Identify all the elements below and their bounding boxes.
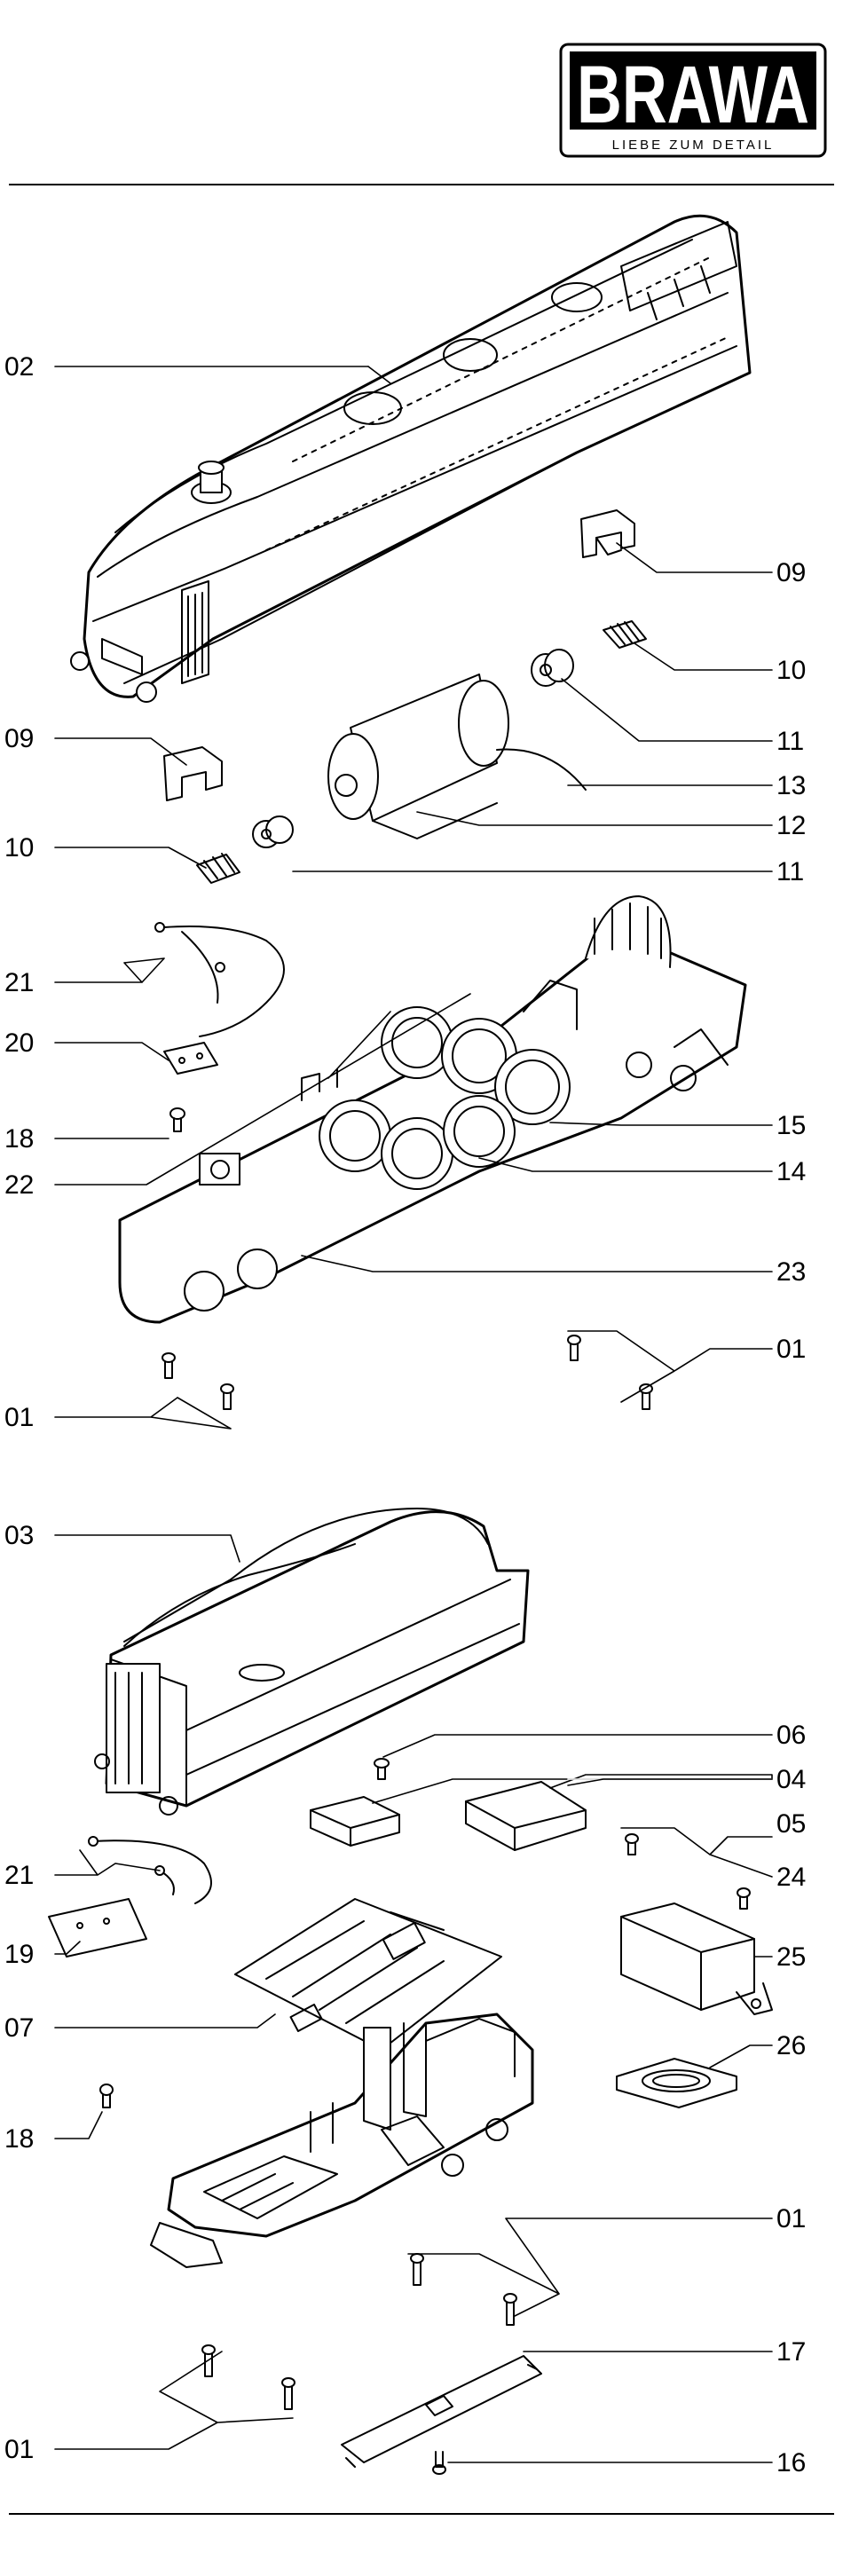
part-label-16: 16 bbox=[776, 2448, 806, 2478]
loco-lighting-wires bbox=[155, 923, 284, 1036]
leader-01-d bbox=[55, 2351, 293, 2449]
speaker-screws bbox=[626, 1834, 750, 1909]
part-label-10-left: 10 bbox=[4, 833, 34, 863]
leader-21-a bbox=[55, 958, 164, 982]
motor-wire bbox=[497, 750, 586, 790]
part-label-04: 04 bbox=[776, 1765, 806, 1794]
part-label-15: 15 bbox=[776, 1111, 806, 1140]
tender-lighting-wires bbox=[89, 1837, 211, 1903]
coupling-right bbox=[603, 621, 646, 648]
leader-03-a bbox=[55, 1535, 240, 1562]
leader-04-a bbox=[373, 1779, 772, 1803]
leader-01-a bbox=[568, 1331, 772, 1402]
part-label-23: 23 bbox=[776, 1257, 806, 1287]
leader-11-a bbox=[562, 679, 772, 741]
leader-21-b bbox=[55, 1850, 160, 1875]
loco-light-board bbox=[164, 1043, 217, 1074]
leader-09-a bbox=[617, 543, 772, 572]
part-label-20: 20 bbox=[4, 1028, 34, 1058]
part-label-09: 09 bbox=[776, 558, 806, 587]
part-label-12: 12 bbox=[776, 811, 806, 840]
part-label-05: 05 bbox=[776, 1809, 806, 1839]
locomotive-body-shell bbox=[71, 216, 750, 702]
weight-small bbox=[311, 1797, 399, 1846]
part-label-21-b: 21 bbox=[4, 1861, 34, 1890]
part-label-11-b: 11 bbox=[776, 857, 804, 886]
leader-10-b bbox=[55, 847, 206, 868]
part-label-01-d: 01 bbox=[4, 2435, 34, 2464]
locomotive-chassis bbox=[120, 896, 745, 1322]
flywheel-left bbox=[253, 816, 293, 847]
leader-01-c bbox=[408, 2218, 772, 2316]
part-label-01-b: 01 bbox=[4, 1403, 34, 1432]
loco-screw bbox=[170, 1108, 185, 1131]
tender-body-shell bbox=[95, 1509, 528, 1815]
leader-24-a bbox=[621, 1828, 772, 1877]
leader-10-a bbox=[634, 643, 772, 670]
part-label-10: 10 bbox=[776, 656, 806, 685]
leader-23-a bbox=[302, 1256, 772, 1272]
part-label-19: 19 bbox=[4, 1940, 34, 1969]
tender-chassis bbox=[151, 2014, 532, 2267]
leader-05-c bbox=[568, 1779, 772, 1785]
part-label-25: 25 bbox=[776, 1942, 806, 1972]
part-label-24: 24 bbox=[776, 1863, 806, 1892]
part-label-01-c: 01 bbox=[776, 2204, 806, 2233]
part-label-11: 11 bbox=[776, 727, 804, 756]
leader-06-a bbox=[383, 1735, 772, 1757]
contact-plate bbox=[342, 2356, 541, 2467]
tender-light-board bbox=[49, 1899, 146, 1957]
leader-14-a bbox=[479, 1158, 772, 1171]
part-label-03: 03 bbox=[4, 1521, 34, 1550]
part-label-18: 18 bbox=[4, 1124, 34, 1154]
part-label-14: 14 bbox=[776, 1157, 806, 1186]
part-label-01-a: 01 bbox=[776, 1335, 806, 1364]
leader-05-a bbox=[550, 1775, 772, 1788]
part-label-02: 02 bbox=[4, 352, 34, 382]
leader-26-a bbox=[710, 2045, 772, 2068]
part-label-21: 21 bbox=[4, 968, 34, 997]
speaker-box bbox=[621, 1903, 772, 2014]
speaker bbox=[617, 2059, 737, 2107]
weight-large bbox=[466, 1782, 586, 1850]
part-label-09-left: 09 bbox=[4, 724, 34, 753]
flywheel-right bbox=[532, 650, 573, 686]
motor bbox=[328, 674, 508, 839]
tender-screw-left bbox=[100, 2084, 113, 2107]
leader-07-a bbox=[55, 2014, 275, 2028]
part-label-26: 26 bbox=[776, 2031, 806, 2060]
tender-screw bbox=[374, 1759, 389, 1779]
part-label-13: 13 bbox=[776, 771, 806, 800]
leader-01-b bbox=[55, 1398, 231, 1429]
part-label-18-b: 18 bbox=[4, 2124, 34, 2154]
leader-18-b bbox=[55, 2112, 102, 2139]
coupling-left bbox=[197, 854, 240, 883]
part-label-06: 06 bbox=[776, 1721, 806, 1750]
part-label-07: 07 bbox=[4, 2013, 34, 2043]
part-label-22: 22 bbox=[4, 1170, 34, 1200]
contact-screw bbox=[433, 2452, 445, 2474]
part-label-17: 17 bbox=[776, 2337, 806, 2367]
leader-20-a bbox=[55, 1043, 169, 1060]
